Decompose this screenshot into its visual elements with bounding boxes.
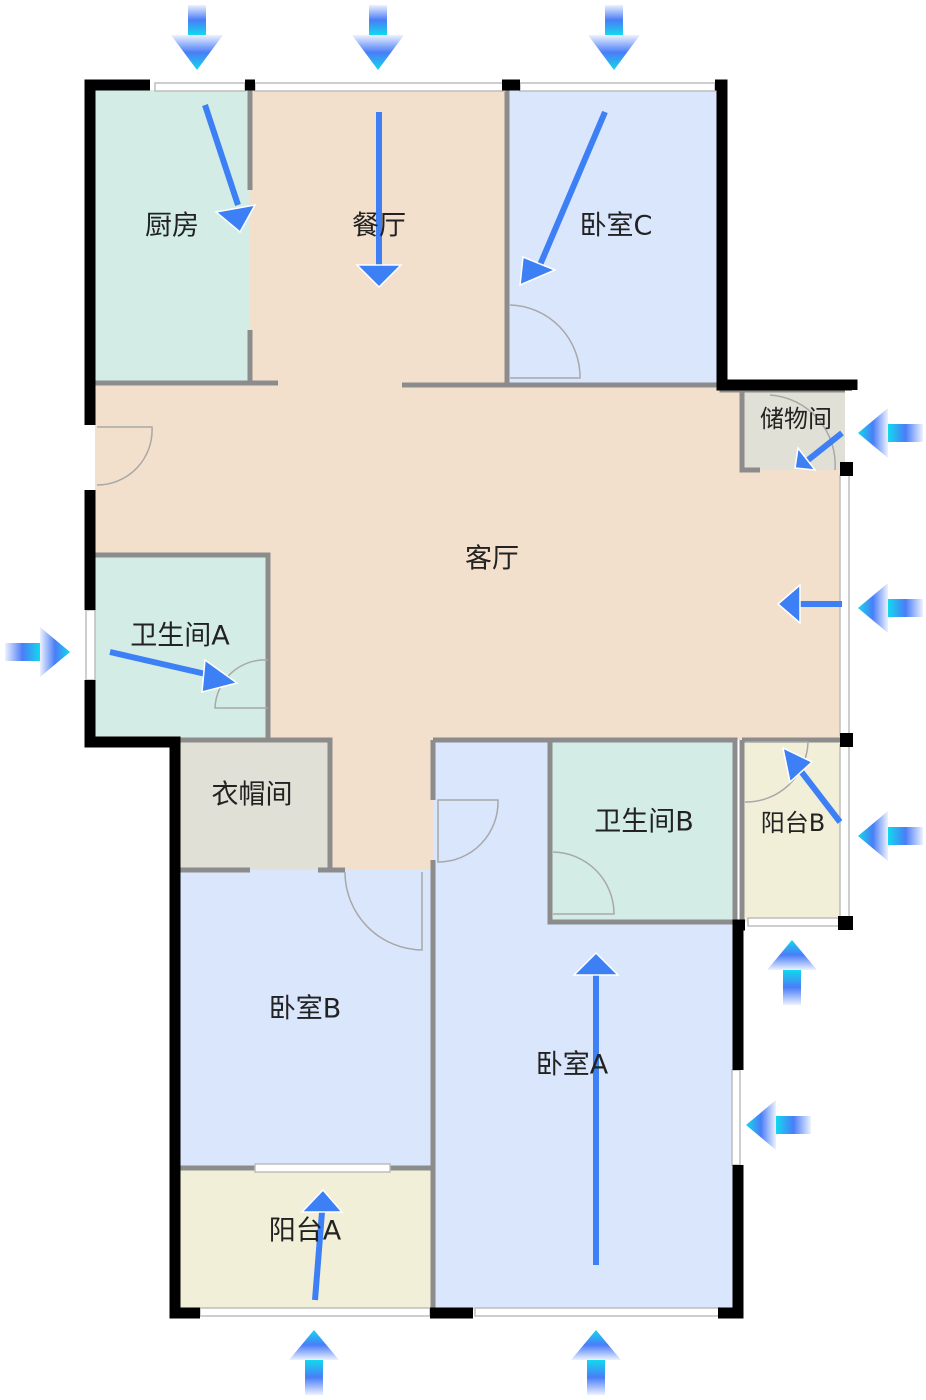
room-storage[interactable] xyxy=(742,390,845,470)
exterior-arrow-down-icon xyxy=(352,5,404,70)
exterior-arrow-left-icon xyxy=(858,811,923,861)
room-kitchen[interactable] xyxy=(95,90,250,383)
exterior-arrow-right-icon xyxy=(5,627,70,677)
arrow-balcony-a-icon xyxy=(300,1188,344,1213)
room-bathroom-b[interactable] xyxy=(550,740,735,922)
label-kitchen: 厨房 xyxy=(145,211,199,242)
doors xyxy=(96,304,836,951)
exterior-arrow-left-icon xyxy=(858,408,923,458)
windows xyxy=(85,82,850,1317)
arrow-dining-icon xyxy=(355,264,403,289)
exterior-arrow-left-icon xyxy=(858,583,923,633)
exterior-arrow-down-icon xyxy=(588,5,640,70)
room-living[interactable] xyxy=(95,383,845,870)
label-cloakroom: 衣帽间 xyxy=(212,780,293,811)
exterior-arrow-left-icon xyxy=(746,1100,811,1150)
label-bedroom-b: 卧室B xyxy=(269,994,342,1025)
arrow-balcony-b-icon xyxy=(781,746,814,784)
arrow-bedroom-c-icon xyxy=(519,255,557,287)
exterior-walls xyxy=(84,79,858,1319)
label-living: 客厅 xyxy=(465,544,519,575)
label-dining: 餐厅 xyxy=(352,211,406,242)
label-bedroom-c: 卧室C xyxy=(580,211,653,242)
label-balcony-a: 阳台A xyxy=(269,1216,342,1247)
room-bedroom-b[interactable] xyxy=(175,870,433,1168)
room-bedroom-a[interactable] xyxy=(433,740,735,1310)
arrow-bedroom-a-icon xyxy=(572,951,620,976)
arrow-living-icon xyxy=(776,583,801,625)
interior-arrows xyxy=(109,104,844,1301)
exterior-arrow-up-icon xyxy=(571,1330,621,1395)
exterior-arrow-down-icon xyxy=(171,5,223,70)
arrow-bathroom-a-icon xyxy=(201,658,239,693)
exterior-arrows xyxy=(5,5,923,1395)
label-bathroom-b: 卫生间B xyxy=(594,807,694,838)
label-balcony-b: 阳台B xyxy=(761,809,825,837)
room-bedroom-c[interactable] xyxy=(507,90,722,383)
exterior-arrow-up-icon xyxy=(767,940,817,1005)
arrow-storage-icon xyxy=(794,446,817,471)
label-bathroom-a: 卫生间A xyxy=(130,621,230,652)
exterior-arrow-up-icon xyxy=(289,1330,339,1395)
room-cloakroom[interactable] xyxy=(175,740,330,870)
label-storage: 储物间 xyxy=(760,405,832,433)
interior-walls xyxy=(95,90,845,1310)
arrow-kitchen-icon xyxy=(214,203,257,234)
label-bedroom-a: 卧室A xyxy=(536,1050,609,1081)
room-balcony-a[interactable] xyxy=(175,1168,433,1310)
